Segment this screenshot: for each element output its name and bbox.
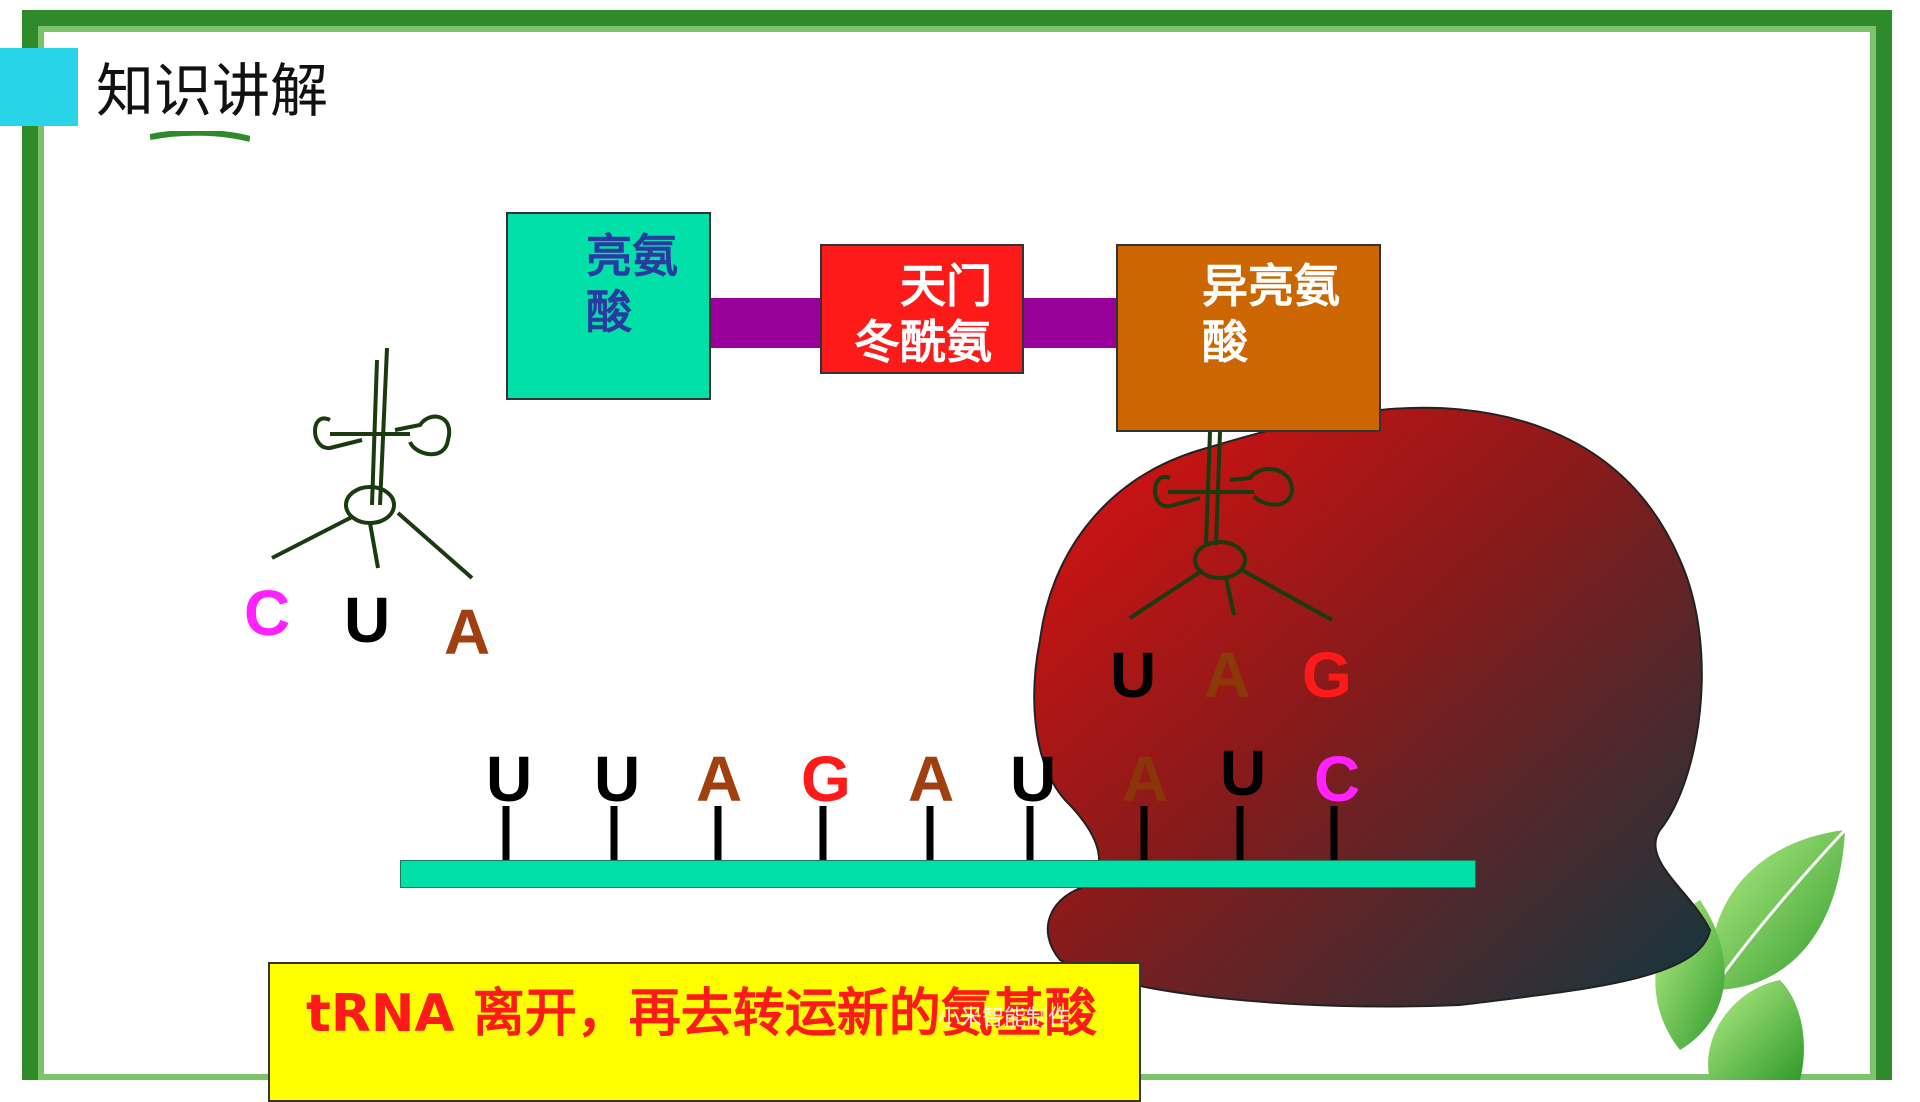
leucine-label-line2: 酸 (586, 285, 632, 339)
trna-right (1128, 431, 1333, 622)
isoleucine-label-line2: 酸 (1202, 315, 1248, 369)
anticodon-left-base-1: C (244, 577, 291, 649)
anticodon-left-base-3: A (444, 596, 491, 668)
amino-acid-asparagine: 天门 冬酰氨 (820, 244, 1024, 374)
anticodon-right-base-2: A (1204, 639, 1251, 711)
mrna-base-5: A (908, 743, 955, 815)
leucine-label-line1: 亮氨 (586, 229, 678, 283)
asparagine-label-line1: 天门 (900, 259, 992, 313)
mrna-stems (502, 806, 1338, 860)
anticodon-right-base-3: G (1302, 639, 1352, 711)
mrna-base-7: A (1122, 743, 1169, 815)
mrna-base-6: U (1010, 743, 1057, 815)
watermark: 小米智能制作 (938, 1006, 1071, 1031)
title-accent-block (0, 48, 78, 126)
mrna-base-9: C (1314, 743, 1361, 815)
page-title: 知识讲解 (88, 56, 337, 126)
anticodon-left-base-2: U (344, 584, 391, 656)
isoleucine-label-line1: 异亮氨 (1202, 259, 1340, 313)
mrna-base-3: A (696, 743, 743, 815)
anticodon-right-base-1: U (1110, 639, 1157, 711)
mrna-base-1: U (486, 743, 533, 815)
title-underline-decoration (149, 128, 251, 142)
peptide-bond-1 (711, 298, 821, 348)
ribosome (1033, 406, 1712, 1008)
slide-border (22, 10, 1892, 1080)
mrna-base-4: G (801, 743, 851, 815)
mrna-base-8: U (1220, 737, 1267, 809)
asparagine-label-line2: 冬酰氨 (854, 315, 992, 369)
caption-box: tRNA 离开，再去转运新的氨基酸 (268, 962, 1141, 1102)
mrna-base-2: U (594, 743, 641, 815)
mrna-strand (400, 860, 1476, 888)
amino-acid-isoleucine: 异亮氨 酸 (1116, 244, 1381, 432)
peptide-bond-2 (1024, 298, 1116, 348)
trna-left (271, 347, 474, 580)
amino-acid-leucine: 亮氨 酸 (506, 212, 711, 400)
